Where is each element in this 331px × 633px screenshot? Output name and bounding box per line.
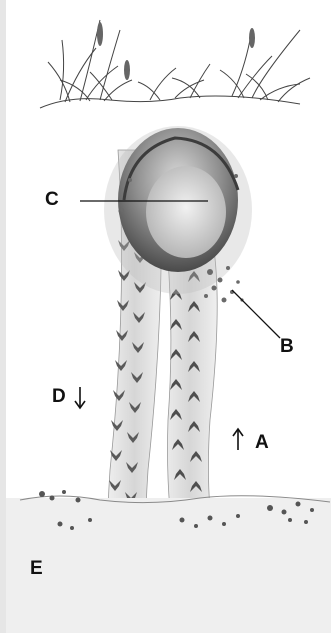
leader-line-b — [232, 290, 280, 338]
soil-band — [6, 496, 331, 633]
label-d: D — [52, 387, 66, 406]
frame-edge — [0, 0, 6, 633]
label-b: B — [280, 337, 294, 356]
down-arrow-icon — [75, 387, 85, 408]
grass-seed-heads — [97, 22, 255, 80]
label-c: C — [45, 190, 59, 209]
label-a: A — [255, 433, 269, 452]
up-arrow-icon — [233, 429, 243, 450]
label-e: E — [30, 559, 43, 578]
surface-grass — [40, 20, 310, 108]
